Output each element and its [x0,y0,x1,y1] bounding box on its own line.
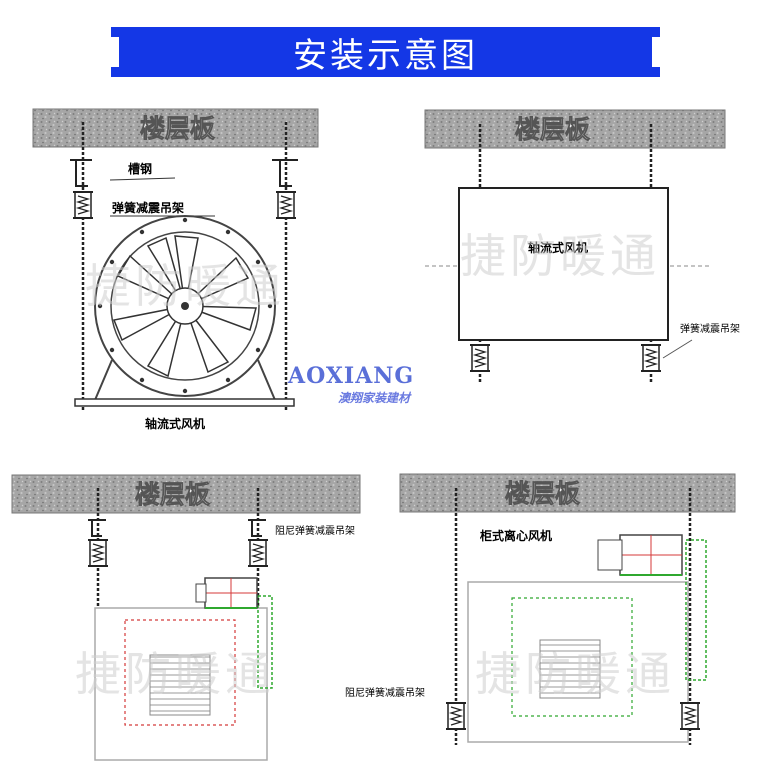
panel-axial-fan-floor: 楼层板 槽钢 弹簧减震吊架 [32,108,319,431]
cabinet-fan [467,534,707,743]
spring-hanger-label: 弹簧减震吊架 [680,322,740,335]
spring-hanger-right [640,344,662,372]
spring-hanger-left [469,344,491,372]
panel-cabinet-fan-right: 楼层板 柜式离心风机 [399,473,736,745]
floor-slab-label: 楼层板 [135,480,210,509]
brand-name: AOXIANG [287,363,414,389]
damped-hanger-right [679,702,701,730]
axial-fan-label: 轴流式风机 [528,240,588,255]
cabinet-fan [94,577,273,761]
floor-slab [11,474,361,514]
motor [597,534,683,576]
axial-fan [74,215,295,407]
channel-steel-left [70,159,92,187]
damped-hanger-right [247,539,269,567]
spring-hanger-right [275,191,297,219]
cabinet-fan-label: 柜式离心风机 [479,528,552,543]
watermark-text: 捷防暖通 [75,647,275,701]
panel-cabinet-fan-left: 楼层板 阻尼弹簧减震吊架 [11,474,361,761]
floor-slab [32,108,319,148]
floor-slab-label: 楼层板 [515,115,590,144]
channel-steel-right [272,159,298,187]
damped-hanger-label: 阻尼弹簧减震吊架 [345,686,425,699]
panel-axial-fan-hung: 楼层板 轴流式风机 弹簧减震吊架 [424,109,740,382]
watermarks: 捷防暖通 捷防暖通 捷防暖通 捷防暖通 [75,229,675,701]
watermark-text: 捷防暖通 [460,229,660,283]
watermark-text: 捷防暖通 [475,647,675,701]
brand-logo: AOXIANG 澳翔家装建材 [287,363,414,405]
channel-steel-label: 槽钢 [128,161,152,176]
damped-hanger-left [87,539,109,567]
watermark-text: 捷防暖通 [85,259,285,313]
spring-hanger-left [72,191,94,219]
floor-slab-label: 楼层板 [140,114,215,143]
brand-tagline: 澳翔家装建材 [338,391,412,405]
page-title: 安装示意图 [293,35,478,76]
title-banner: 安装示意图 [111,27,660,77]
damped-hanger-label: 阻尼弹簧减震吊架 [275,524,355,537]
floor-slab [424,109,726,149]
damped-hanger-left [445,702,467,730]
floor-slab-label: 楼层板 [505,479,580,508]
motor [195,577,258,609]
spring-hanger-label: 弹簧减震吊架 [112,200,184,215]
axial-fan-body [458,187,669,341]
axial-fan-label: 轴流式风机 [145,416,205,431]
